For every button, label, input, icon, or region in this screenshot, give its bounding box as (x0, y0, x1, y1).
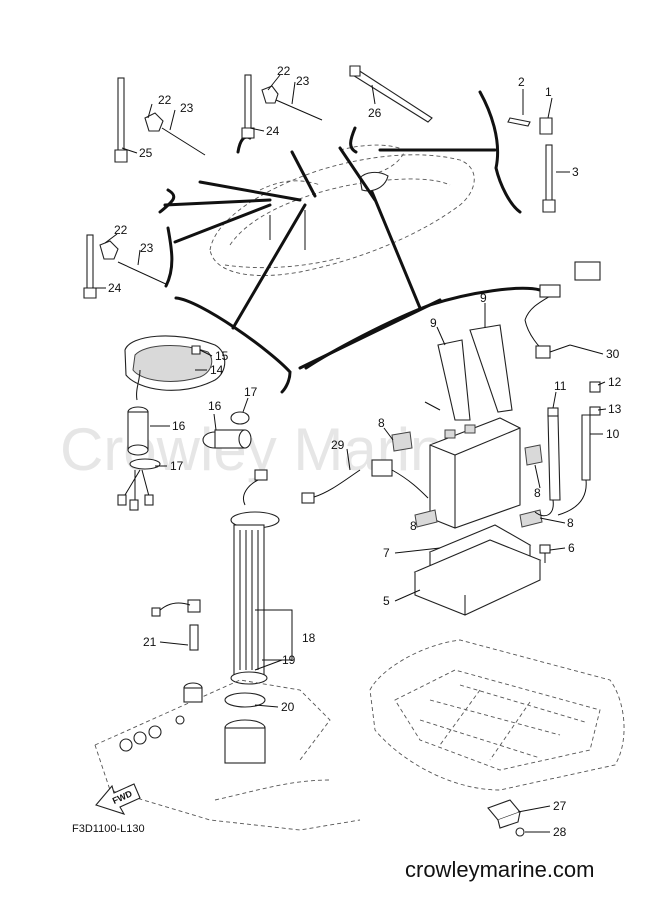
callout-2: 2 (518, 75, 525, 89)
callout-9a: 9 (430, 316, 437, 330)
callout-22c: 22 (114, 223, 128, 237)
battery-tray (413, 524, 542, 616)
watermark: Crowley Marine (60, 416, 477, 483)
battery-pads-8 (391, 431, 543, 528)
cable-tie-group-left (114, 77, 206, 163)
callout-22a: 22 (158, 93, 172, 107)
hull-floor (94, 679, 361, 831)
site-footer[interactable]: crowleymarine.com (405, 857, 595, 882)
callout-18: 18 (302, 631, 316, 645)
callout-24a: 24 (266, 124, 280, 138)
callout-8d: 8 (410, 519, 417, 533)
callout-15: 15 (215, 349, 229, 363)
callout-25: 25 (139, 146, 153, 160)
callout-16b: 16 (208, 399, 222, 413)
callout-1: 1 (545, 85, 552, 99)
cable-tie-group-right (507, 117, 556, 213)
callout-8b: 8 (534, 486, 541, 500)
hull-leader-lines (158, 90, 542, 394)
callout-14: 14 (210, 363, 224, 377)
callout-17b: 17 (244, 385, 258, 399)
callout-11: 11 (554, 379, 567, 393)
callout-9b: 9 (480, 291, 487, 305)
callout-17a: 17 (170, 459, 184, 473)
bracket-27 (487, 799, 521, 829)
callout-16a: 16 (172, 419, 186, 433)
callout-numbers: 1 2 3 5 6 7 8 8 8 8 9 9 10 11 12 13 14 1… (108, 64, 622, 839)
callout-6: 6 (568, 541, 575, 555)
watercraft-hull (209, 144, 475, 276)
callout-22b: 22 (277, 64, 291, 78)
bolt-6 (539, 544, 551, 563)
cable-tie-group-mid (241, 74, 323, 139)
callout-23c: 23 (140, 241, 154, 255)
diagram-code: F3D1100-L130 (72, 823, 145, 835)
callout-21: 21 (143, 635, 157, 649)
callout-26: 26 (368, 106, 382, 120)
cable-29 (301, 459, 429, 504)
callout-27: 27 (553, 799, 567, 813)
callout-5: 5 (383, 594, 390, 608)
callout-29: 29 (331, 438, 345, 452)
callout-19: 19 (282, 653, 296, 667)
cable-tie-26 (349, 65, 433, 123)
callout-8a: 8 (378, 416, 385, 430)
fwd-arrow-icon: FWD (95, 783, 141, 815)
callout-24b: 24 (108, 281, 122, 295)
callout-13: 13 (608, 402, 622, 416)
fuel-sender-unit (230, 469, 280, 685)
clamp-17 (230, 411, 250, 425)
battery-box (429, 417, 521, 529)
screw-28 (515, 827, 525, 837)
callout-30: 30 (606, 347, 620, 361)
grommet-16 (202, 429, 252, 449)
callout-28: 28 (553, 825, 567, 839)
battery-cables (534, 381, 601, 517)
callout-3: 3 (572, 165, 579, 179)
callout-leaders (92, 74, 607, 833)
callout-12: 12 (608, 375, 622, 389)
callout-7: 7 (383, 546, 390, 560)
callout-10: 10 (606, 427, 620, 441)
sensor-21 (151, 599, 201, 651)
meter-assembly (117, 335, 226, 511)
cable-30 (524, 261, 601, 359)
callout-23a: 23 (180, 101, 194, 115)
callout-20: 20 (281, 700, 295, 714)
battery-straps (437, 324, 513, 421)
callout-8c: 8 (567, 516, 574, 530)
cable-tie-group-lower-left (83, 234, 169, 299)
seat-frame (369, 639, 625, 791)
callout-23b: 23 (296, 74, 310, 88)
